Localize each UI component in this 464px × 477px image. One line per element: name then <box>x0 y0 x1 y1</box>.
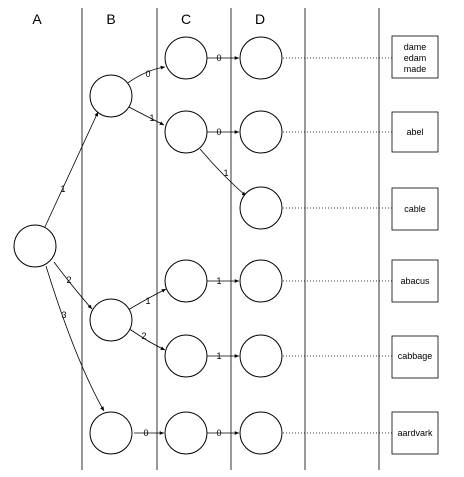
node-d1 <box>239 36 283 80</box>
word-box-1-line-3: made <box>404 64 427 74</box>
edge-labels: 1 2 3 0 1 1 2 0 0 0 1 1 1 0 <box>60 53 228 438</box>
word-box-4: abacus <box>391 259 439 303</box>
column-label-b: B <box>106 11 115 27</box>
node-c1 <box>164 36 208 80</box>
edge-a-b1 <box>43 111 99 230</box>
edge-label-a-b2: 2 <box>66 275 71 285</box>
edge-label-b1-c1: 0 <box>145 69 150 79</box>
node-d3 <box>239 186 283 230</box>
edge-c2-d3 <box>199 148 247 197</box>
word-boxes: dame edam made abel cable abacus cabbage… <box>391 35 439 455</box>
node-c5 <box>164 411 208 455</box>
edge-b2-c3 <box>127 288 167 311</box>
node-b3 <box>89 411 133 455</box>
column-label-d: D <box>255 11 265 27</box>
edges <box>43 56 247 435</box>
word-box-6: aardvark <box>391 411 439 455</box>
word-box-2-line-1: abel <box>406 127 423 137</box>
node-d5 <box>239 334 283 378</box>
node-c3 <box>164 259 208 303</box>
nodes <box>13 36 283 455</box>
word-box-3: cable <box>391 187 439 231</box>
edge-label-b1-c2: 1 <box>149 113 154 123</box>
word-box-4-line-1: abacus <box>400 276 430 286</box>
edge-label-a-b1: 1 <box>60 184 65 194</box>
node-a <box>13 224 57 268</box>
edge-b1-c1 <box>124 65 166 86</box>
node-d6 <box>239 411 283 455</box>
edge-a-b2 <box>53 261 93 310</box>
word-box-5: cabbage <box>391 335 439 379</box>
node-b1 <box>89 74 133 118</box>
edge-label-c5-d6: 0 <box>216 428 221 438</box>
word-box-3-line-1: cable <box>404 204 426 214</box>
column-dividers <box>81 8 380 470</box>
word-box-1-line-1: dame <box>404 42 427 52</box>
edge-label-c4-d5: 1 <box>216 351 221 361</box>
edge-b1-c2 <box>126 105 165 126</box>
dotted-leaders <box>283 57 392 434</box>
word-box-5-line-1: cabbage <box>398 351 433 361</box>
word-box-2: abel <box>391 111 439 153</box>
edge-label-c2-d2: 0 <box>216 127 221 137</box>
column-label-a: A <box>32 11 42 27</box>
edge-label-b2-c3: 1 <box>145 296 150 306</box>
column-label-c: C <box>181 11 191 27</box>
word-box-6-line-1: aardvark <box>397 428 433 438</box>
edge-label-a-b3: 3 <box>61 310 66 320</box>
edge-label-c3-d4: 1 <box>216 276 221 286</box>
node-c2 <box>164 110 208 154</box>
node-b2 <box>89 298 133 342</box>
word-box-1-line-2: edam <box>404 53 427 63</box>
node-d2 <box>239 110 283 154</box>
edge-b2-c4 <box>127 327 166 351</box>
edge-label-c1-d1: 0 <box>216 53 221 63</box>
edge-label-c2-d3: 1 <box>223 168 228 178</box>
node-d4 <box>239 259 283 303</box>
word-box-1: dame edam made <box>391 35 439 79</box>
node-c4 <box>164 334 208 378</box>
edge-label-b3-c5: 0 <box>143 428 148 438</box>
column-labels: A B C D <box>32 11 265 27</box>
edge-label-b2-c4: 2 <box>141 331 146 341</box>
edge-a-b3 <box>45 265 105 412</box>
